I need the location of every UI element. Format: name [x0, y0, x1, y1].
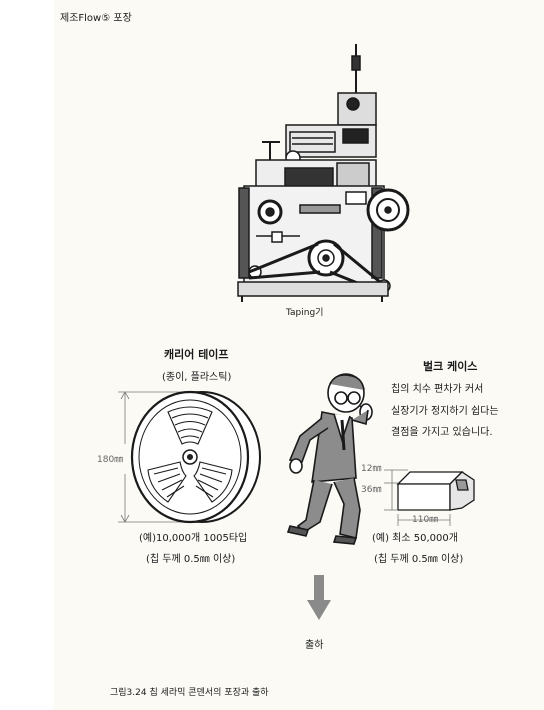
carrier-tape-subtitle: (종이, 플라스틱) [162, 372, 232, 383]
bulk-case-desc-1: 칩의 치수 편차가 커서 [391, 384, 484, 395]
reel-dimension-label: 180㎜ [97, 455, 124, 465]
carrier-tape-note: (칩 두께 0.5㎜ 이상) [146, 554, 236, 565]
bulk-case-title: 벌크 케이스 [423, 360, 478, 373]
document-page [54, 0, 544, 710]
carrier-tape-example: (예)10,000개 1005타입 [139, 533, 248, 544]
bulk-dim-height: 36㎜ [361, 485, 382, 495]
bulk-dim-small: 12㎜ [361, 464, 382, 474]
machine-caption: Taping기 [286, 308, 324, 318]
bulk-dim-length: 110㎜ [412, 515, 439, 525]
shipment-label: 출하 [305, 640, 324, 651]
bulk-case-desc-2: 실장기가 정지하기 쉽다는 [391, 406, 499, 417]
bulk-case-desc-3: 결점을 가지고 있습니다. [391, 427, 493, 438]
figure-caption: 그림3.24 칩 세라믹 콘덴서의 포장과 출하 [110, 688, 269, 698]
bulk-case-example: (예) 최소 50,000개 [372, 533, 458, 544]
section-title: 제조Flow⑤ 포장 [60, 13, 132, 24]
bulk-case-note: (칩 두께 0.5㎜ 이상) [374, 554, 464, 565]
carrier-tape-title: 캐리어 테이프 [164, 348, 229, 361]
